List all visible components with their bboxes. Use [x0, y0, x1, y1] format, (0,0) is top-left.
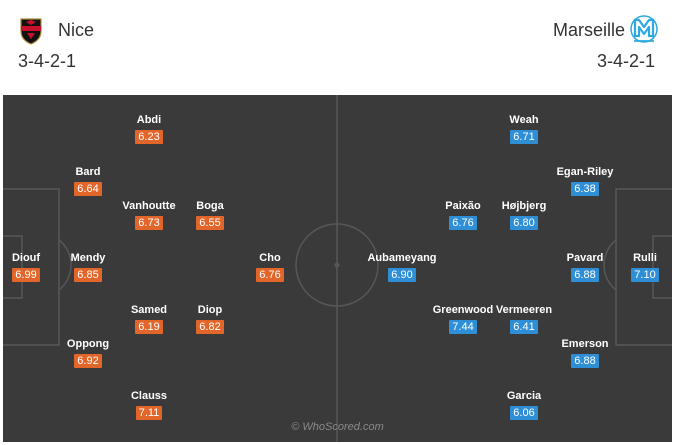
home-player[interactable]: Diop 6.82 — [165, 304, 255, 335]
pitch-markings — [3, 95, 672, 442]
player-name: Aubameyang — [367, 252, 437, 264]
player-rating: 6.76 — [449, 216, 477, 230]
player-rating: 6.82 — [196, 320, 224, 334]
home-player[interactable]: Oppong 6.92 — [43, 338, 133, 369]
player-rating: 6.55 — [196, 216, 224, 230]
player-name: Bard — [75, 166, 101, 178]
player-rating: 6.71 — [510, 130, 538, 144]
home-player[interactable]: Bard 6.64 — [43, 166, 133, 197]
player-rating: 6.38 — [571, 182, 599, 196]
away-player[interactable]: Greenwood 7.44 — [418, 304, 508, 335]
player-name: Rulli — [633, 252, 657, 264]
player-name: Clauss — [130, 390, 168, 402]
marseille-crest-icon — [630, 15, 658, 43]
away-player[interactable]: Aubameyang 6.90 — [357, 252, 447, 283]
player-name: Abdi — [136, 114, 162, 126]
player-name: Emerson — [561, 338, 609, 350]
player-rating: 6.76 — [256, 268, 284, 282]
away-player[interactable]: Vermeeren 6.41 — [479, 304, 569, 335]
player-name: Paixão — [445, 200, 481, 212]
player-name: Cho — [259, 252, 281, 264]
home-formation: 3-4-2-1 — [18, 51, 77, 71]
player-rating: 6.90 — [388, 268, 416, 282]
home-player[interactable]: Samed 6.19 — [104, 304, 194, 335]
player-name: Vermeeren — [495, 304, 553, 316]
player-name: Diop — [197, 304, 223, 316]
player-rating: 6.23 — [135, 130, 163, 144]
player-rating: 6.99 — [12, 268, 40, 282]
player-name: Pavard — [566, 252, 604, 264]
away-player[interactable]: Paixão 6.76 — [418, 200, 508, 231]
player-name: Vanhoutte — [122, 200, 176, 212]
player-name: Boga — [196, 200, 224, 212]
watermark: © WhoScored.com — [291, 421, 384, 433]
nice-crest-icon — [20, 18, 42, 45]
player-rating: 6.88 — [571, 354, 599, 368]
player-name: Mendy — [70, 252, 106, 264]
away-player[interactable]: Weah 6.71 — [479, 114, 569, 145]
player-rating: 6.73 — [135, 216, 163, 230]
home-player[interactable]: Cho 6.76 — [225, 252, 315, 283]
player-rating: 7.44 — [449, 320, 477, 334]
player-rating: 6.64 — [74, 182, 102, 196]
player-name: Garcia — [506, 390, 542, 402]
player-rating: 6.92 — [74, 354, 102, 368]
away-formation: 3-4-2-1 — [596, 51, 655, 71]
player-name: Greenwood — [432, 304, 494, 316]
home-player[interactable]: Boga 6.55 — [165, 200, 255, 231]
away-player[interactable]: Højbjerg 6.80 — [479, 200, 569, 231]
home-player[interactable]: Vanhoutte 6.73 — [104, 200, 194, 231]
match-header: Nice 3-4-2-1 Marseille 3-4-2-1 — [0, 0, 675, 95]
away-team-name: Marseille — [552, 20, 625, 40]
home-player[interactable]: Clauss 7.11 — [104, 390, 194, 421]
player-name: Højbjerg — [501, 200, 547, 212]
player-rating: 6.80 — [510, 216, 538, 230]
player-name: Oppong — [66, 338, 110, 350]
away-player[interactable]: Rulli 7.10 — [600, 252, 672, 283]
player-rating: 6.88 — [571, 268, 599, 282]
player-name: Weah — [509, 114, 539, 126]
player-rating: 7.10 — [631, 268, 659, 282]
pitch: Diouf 6.99 Bard 6.64 Mendy 6.85 Oppong 6… — [3, 95, 672, 442]
home-player[interactable]: Abdi 6.23 — [104, 114, 194, 145]
away-player[interactable]: Pavard 6.88 — [540, 252, 630, 283]
home-player[interactable]: Mendy 6.85 — [43, 252, 133, 283]
player-name: Egan-Riley — [556, 166, 614, 178]
away-player[interactable]: Garcia 6.06 — [479, 390, 569, 421]
player-rating: 6.06 — [510, 406, 538, 420]
player-rating: 6.41 — [510, 320, 538, 334]
away-player[interactable]: Egan-Riley 6.38 — [540, 166, 630, 197]
player-name: Diouf — [11, 252, 41, 264]
player-rating: 6.19 — [135, 320, 163, 334]
away-player[interactable]: Emerson 6.88 — [540, 338, 630, 369]
home-team-name: Nice — [58, 20, 95, 40]
player-name: Samed — [130, 304, 168, 316]
player-rating: 7.11 — [135, 406, 163, 420]
player-rating: 6.85 — [74, 268, 102, 282]
home-player[interactable]: Diouf 6.99 — [3, 252, 71, 283]
